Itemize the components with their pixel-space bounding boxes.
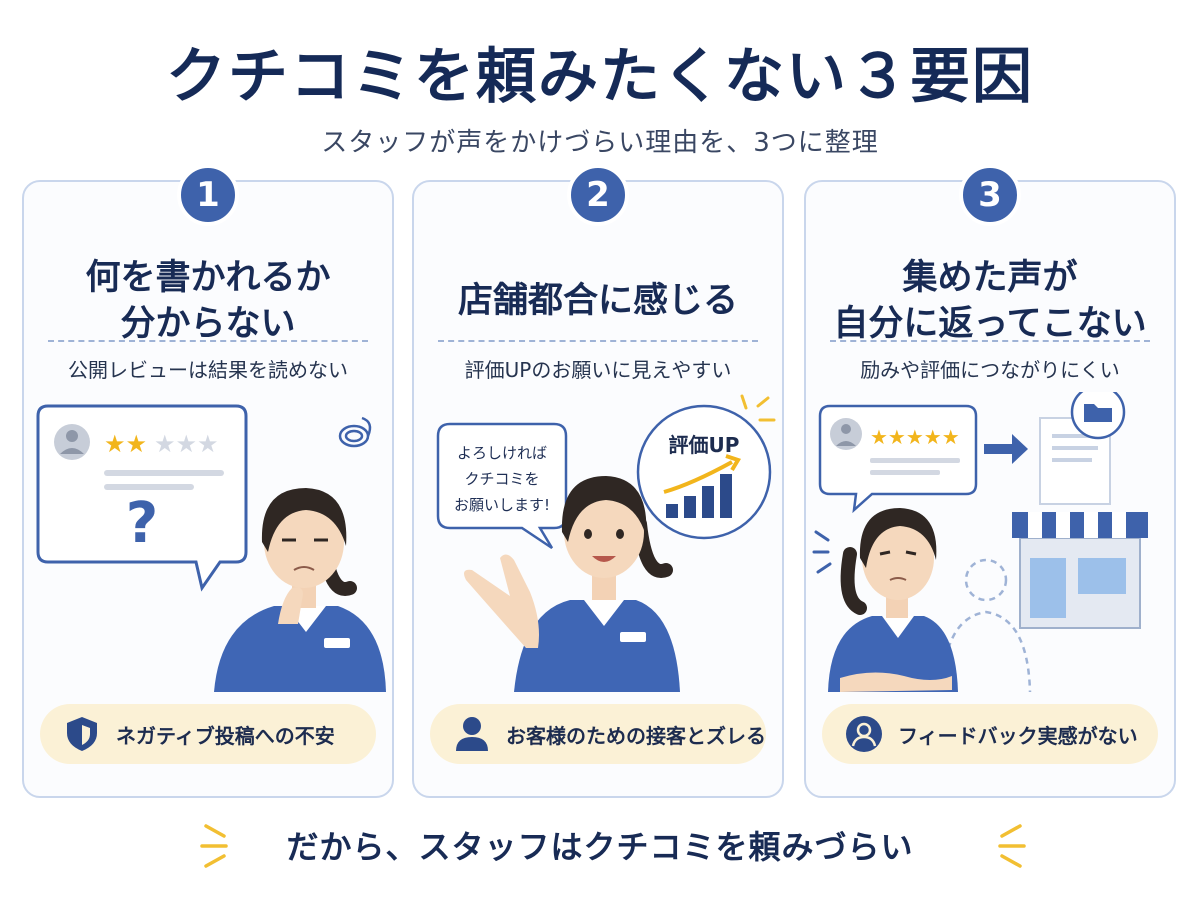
rating-up-chart-icon: 評価UP	[636, 404, 772, 540]
worried-staff-illustration: ★★ ★★★ ?	[36, 404, 386, 692]
card-heading-line: 自分に返ってこない	[833, 304, 1147, 344]
badge-label: お客様のための接客とズレる	[506, 723, 766, 748]
card-heading-line: 分からない	[120, 304, 296, 344]
reason-card-1: 1 何を書かれるか 分からない 公開レビューは結果を読めない ★★ ★★★ ?	[22, 164, 394, 798]
sparkle-icon	[200, 824, 228, 868]
unrewarded-staff-illustration: ★★★★★	[812, 392, 1148, 692]
card-number-badge: 1	[177, 164, 239, 226]
card-heading-line: 店舗都合に感じる	[457, 281, 738, 321]
star-rating-icons: ★★ ★★★	[104, 430, 219, 458]
sparkle-icon	[998, 824, 1026, 868]
card-subtext: 励みや評価につながりにくい	[860, 358, 1120, 382]
store-icon	[1012, 512, 1148, 629]
dashed-divider	[438, 340, 758, 342]
badge-label: フィードバック実感がない	[898, 723, 1138, 748]
asking-staff-illustration: よろしければ クチコミを お願いします! 評価UP	[436, 394, 776, 692]
card-number-badge: 2	[567, 164, 629, 226]
reason-badge: ネガティブ投稿への不安	[40, 704, 376, 764]
speech-line: クチコミを	[464, 470, 539, 488]
review-bubble: ★★ ★★★ ?	[36, 404, 248, 592]
star-rating-icons: ★★★★★	[870, 425, 960, 449]
card-subtext: 評価UPのお願いに見えやすい	[464, 358, 732, 382]
card-heading-line: 集めた声が	[902, 258, 1078, 298]
reason-card-2: 2 店舗都合に感じる 評価UPのお願いに見えやすい よろしければ クチコミを お…	[412, 164, 784, 798]
page-subtitle: スタッフが声をかけづらい理由を、3つに整理	[321, 128, 879, 158]
speech-line: よろしければ	[457, 444, 547, 462]
arrow-right-icon	[984, 434, 1028, 464]
reason-badge: フィードバック実感がない	[822, 704, 1158, 764]
alert-lines-icon	[812, 530, 832, 574]
page-title: クチコミを頼みたくない３要因	[166, 42, 1034, 112]
review-card: ★★★★★	[818, 404, 978, 514]
card-heading: 集めた声が 自分に返ってこない	[806, 246, 1174, 356]
speech-line: お願いします!	[454, 496, 550, 514]
user-circle-icon	[844, 714, 884, 754]
badge-label: ネガティブ投稿への不安	[116, 723, 335, 748]
staff-person	[464, 476, 680, 692]
card-subtext: 公開レビューは結果を読めない	[68, 358, 348, 382]
speech-bubble: よろしければ クチコミを お願いします!	[436, 422, 568, 550]
person-icon	[452, 714, 492, 754]
card-heading: 何を書かれるか 分からない	[24, 246, 392, 356]
reason-badge: お客様のための接客とズレる	[430, 704, 766, 764]
question-mark-icon: ?	[126, 491, 158, 556]
card-heading-line: 何を書かれるか	[85, 258, 331, 298]
card-heading: 店舗都合に感じる	[414, 246, 782, 356]
svg-text:★★: ★★	[104, 430, 147, 458]
dashed-divider	[830, 340, 1150, 342]
confusion-swirl-icon	[338, 416, 372, 448]
sparkle-icon	[740, 394, 776, 422]
shield-icon	[62, 714, 102, 754]
svg-text:★★★: ★★★	[154, 430, 219, 458]
conclusion-text: だから、スタッフはクチコミを頼みづらい	[286, 828, 914, 866]
reason-card-3: 3 集めた声が 自分に返ってこない 励みや評価につながりにくい ★★★★★	[804, 164, 1176, 798]
staff-person	[214, 488, 386, 692]
folder-icon	[1070, 392, 1126, 440]
dashed-divider	[48, 340, 368, 342]
card-number-badge: 3	[959, 164, 1021, 226]
staff-person	[828, 508, 958, 692]
chart-label: 評価UP	[669, 433, 740, 457]
